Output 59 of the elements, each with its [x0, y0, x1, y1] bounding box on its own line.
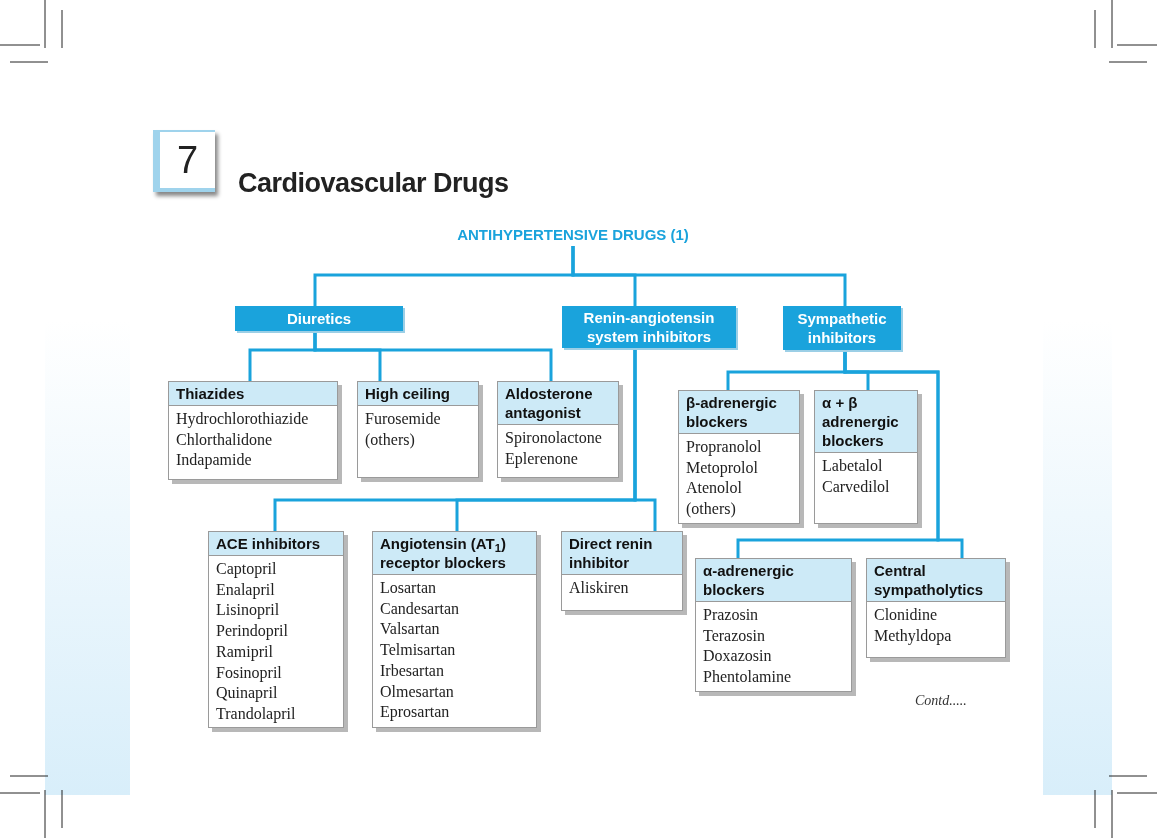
- drug-name: Trandolapril: [216, 703, 297, 725]
- card-header: Direct renin inhibitor: [562, 532, 682, 575]
- drug-name: Phentolamine: [703, 667, 792, 688]
- drug-name: Spironolactone: [505, 428, 603, 449]
- drug-name: Enalapril: [216, 579, 276, 601]
- drug-name: Clonidine: [874, 605, 939, 625]
- drug-name: Lisinopril: [216, 600, 281, 621]
- card-header: Angiotensin (AT$_{1}$) receptor blockers: [373, 532, 536, 575]
- card-header: High ceiling: [358, 382, 478, 406]
- diagram-heading: ANTIHYPERTENSIVE DRUGS (1): [430, 224, 716, 247]
- category-box: [562, 306, 736, 348]
- category-box: [235, 306, 403, 331]
- page-title: Cardiovascular Drugs: [238, 167, 509, 200]
- drug-name: Telmisartan: [380, 640, 457, 661]
- drug-name: Doxazosin: [703, 646, 773, 667]
- category-title: Renin-angiotensin system inhibitors: [582, 308, 716, 346]
- card-header: Central sympatholytics: [867, 559, 1005, 602]
- drug-name: Eprosartan: [380, 702, 451, 723]
- drug-name: Hydrochlorothiazide: [176, 409, 310, 430]
- category-box: [783, 306, 901, 350]
- drug-name: Propranolol: [686, 437, 763, 458]
- drug-name: Prazosin: [703, 605, 760, 625]
- connector-line: [313, 331, 553, 381]
- drug-name: Indapamide: [176, 450, 253, 471]
- drug-name: Ramipril: [216, 641, 274, 663]
- drug-name: Quinapril: [216, 683, 279, 704]
- category-title: Sympathetic inhibitors: [796, 309, 888, 347]
- card-header: β-adrenergic blockers: [679, 391, 799, 434]
- drug-name: Losartan: [380, 578, 437, 598]
- connector-line: [633, 348, 657, 531]
- card-header: ACE inhibitors: [209, 532, 343, 556]
- drug-name: (others): [686, 499, 737, 520]
- drug-name: Labetalol: [822, 456, 884, 476]
- drug-name: Aliskiren: [569, 578, 630, 598]
- drug-name: Carvedilol: [822, 476, 891, 497]
- drug-name: Fosinopril: [216, 662, 283, 684]
- card-header: α-adrenergic blockers: [696, 559, 851, 602]
- drug-name: Captopril: [216, 559, 278, 580]
- drug-name: (others): [365, 429, 416, 451]
- drug-name: Candesartan: [380, 598, 461, 619]
- category-title: Diuretics: [286, 309, 352, 328]
- drug-name: Olmesartan: [380, 681, 455, 702]
- drug-name: Methyldopa: [874, 625, 953, 647]
- continued-note: Contd.....: [915, 692, 967, 710]
- drug-name: Perindopril: [216, 621, 289, 642]
- drug-name: Metoprolol: [686, 457, 759, 479]
- chapter-number: 7: [176, 137, 199, 183]
- drug-name: Terazosin: [703, 625, 766, 646]
- card-header: Thiazides: [169, 382, 337, 406]
- card-header: Aldosterone antagonist: [498, 382, 618, 425]
- drug-name: Valsartan: [380, 619, 441, 640]
- connector-line: [571, 246, 847, 306]
- drug-name: Irbesartan: [380, 660, 445, 681]
- connector-line: [843, 350, 964, 558]
- drug-name: Furosemide: [365, 409, 442, 429]
- drug-name: Eplerenone: [505, 448, 579, 470]
- drug-name: Atenolol: [686, 478, 743, 499]
- drug-name: Chlorthalidone: [176, 429, 273, 450]
- card-header: α + β adrenergic blockers: [815, 391, 917, 453]
